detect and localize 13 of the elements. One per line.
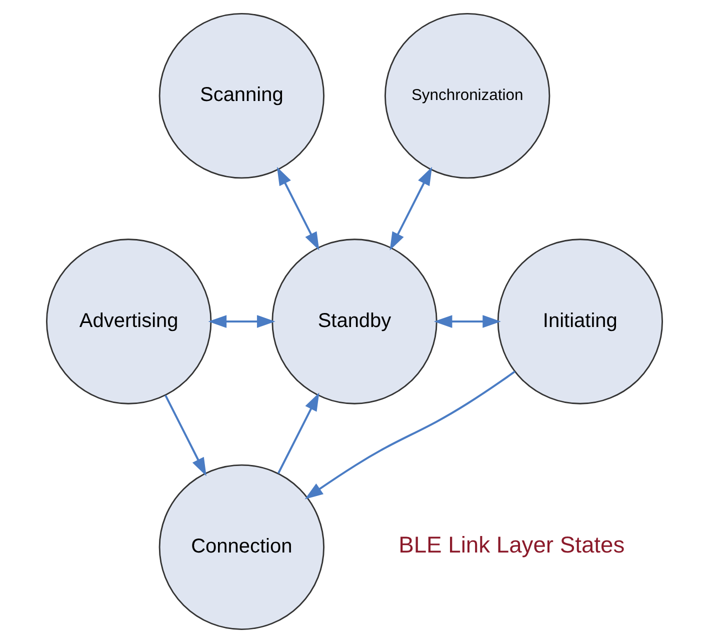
arrow [304,370,515,500]
label: BLE Link Layer States [398,532,624,558]
arrow [389,166,432,250]
node-circle: Synchronization [384,13,550,179]
node-circle: Scanning [158,13,324,179]
arrow [208,315,275,328]
arrow [433,315,500,328]
arrow [276,392,319,474]
arrow [276,166,319,250]
node-circle: Advertising [46,238,212,404]
node-circle: Initiating [496,238,662,404]
arrow [164,394,206,476]
node-circle: Standby [271,238,437,404]
